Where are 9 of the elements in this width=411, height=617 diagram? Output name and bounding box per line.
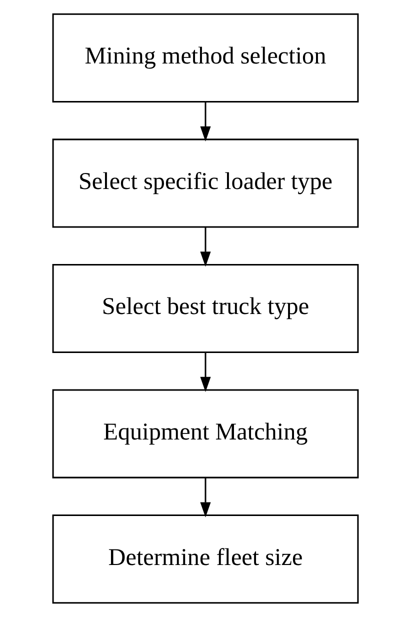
node-box: Equipment Matching [52,389,359,478]
node-box: Determine fleet size [52,514,359,604]
arrow [200,102,211,142]
node-box: Select best truck type [52,264,359,354]
node-box: Mining method selection [52,13,359,102]
arrow [200,478,211,518]
arrow [200,227,211,267]
arrow [200,352,211,392]
node-box: Select specific loader type [52,138,359,228]
